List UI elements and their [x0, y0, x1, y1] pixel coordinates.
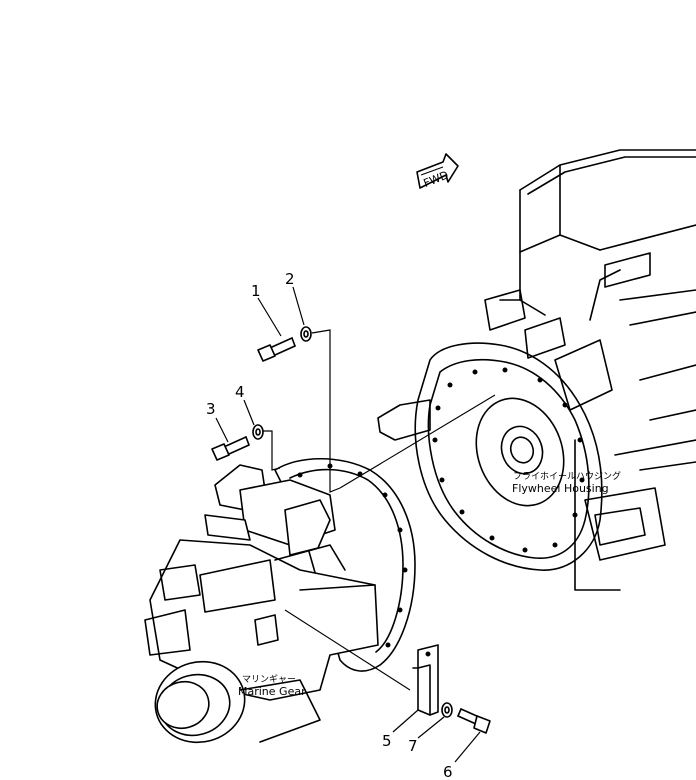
- marine-gear-label-en: Marine Gear: [238, 685, 306, 698]
- leader-bolt-1: [311, 329, 341, 493]
- bolt-part-1: [257, 337, 296, 362]
- callout-3: 3: [206, 400, 216, 418]
- bracket-part-5: [412, 644, 439, 716]
- callout-2: 2: [285, 270, 295, 288]
- callout-4: 4: [235, 383, 245, 401]
- callout-1: 1: [251, 282, 261, 300]
- bolt-part-6: [457, 708, 491, 734]
- marine-gear: マリンギャー Marine Gear: [144, 458, 416, 744]
- washer-part-7: [441, 702, 453, 718]
- alignment-line-upper: [339, 394, 496, 489]
- marine-gear-label-jp: マリンギャー: [242, 674, 296, 685]
- fwd-arrow-icon: FWD: [416, 153, 459, 190]
- flywheel-housing-label-jp: フライホイールハウジング: [513, 470, 621, 482]
- washer-part-4: [252, 424, 264, 440]
- flywheel-housing-label-en: Flywheel Housing: [512, 482, 609, 495]
- bolt-part-3: [211, 436, 250, 461]
- callout-5: 5: [382, 732, 392, 750]
- alignment-line-lower: [284, 609, 411, 691]
- callout-6: 6: [443, 763, 453, 780]
- callouts: 1 2 3 4 5 6 7: [206, 270, 481, 780]
- flywheel-housing: フライホイールハウジング Flywheel Housing: [377, 289, 621, 571]
- washer-part-2: [300, 326, 312, 342]
- callout-7: 7: [408, 737, 418, 755]
- leader-bolt-3: [263, 430, 281, 471]
- engine-block: [499, 149, 696, 591]
